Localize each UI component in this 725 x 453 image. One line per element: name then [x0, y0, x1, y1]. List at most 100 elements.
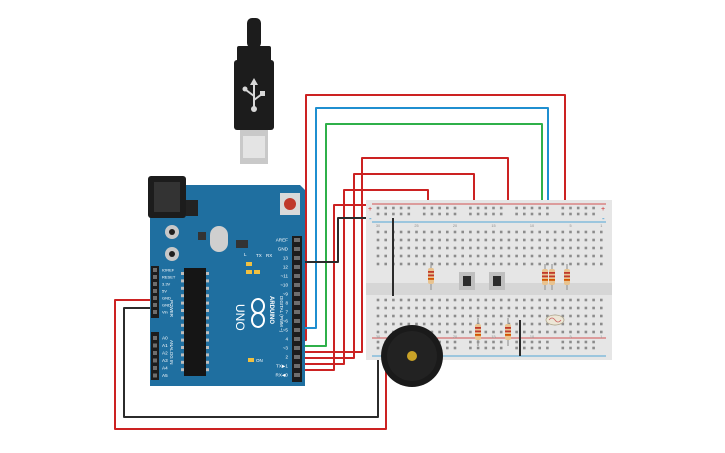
analog-pin[interactable] [153, 343, 157, 348]
push-button-2[interactable] [489, 272, 505, 290]
led-rx [254, 270, 260, 274]
power-pin-label: GND [162, 303, 171, 308]
wire-black-gnd[interactable] [298, 217, 378, 263]
power-pin-label: RESET [162, 275, 176, 280]
resistor[interactable] [564, 264, 570, 290]
digital-pin[interactable] [294, 337, 300, 341]
digital-pin[interactable] [294, 265, 300, 269]
board-name-label: UNO [233, 304, 247, 331]
digital-pin-label: ~9 [283, 292, 289, 297]
wire-blue[interactable] [298, 107, 549, 329]
analog-header [151, 332, 159, 380]
analog-pin-label: A4 [162, 366, 168, 371]
resistor[interactable] [428, 262, 434, 290]
usb-cable-strain-relief [247, 18, 261, 48]
power-pin[interactable] [153, 310, 157, 314]
analog-pin[interactable] [153, 351, 157, 355]
digital-pin[interactable] [294, 292, 300, 296]
analog-pin[interactable] [153, 336, 157, 340]
digital-pin-label: GND [278, 247, 289, 252]
analog-pin[interactable] [153, 358, 157, 363]
digital-pin[interactable] [294, 247, 300, 251]
photoresistor[interactable] [545, 314, 565, 326]
arduino-uno-board[interactable]: TX RX L ON ARDUINO UNO DIGITAL (PWM ~) P… [148, 176, 305, 386]
resistors [428, 262, 570, 346]
power-pin[interactable] [153, 268, 157, 272]
power-pin[interactable] [153, 303, 157, 307]
digital-pin[interactable] [294, 319, 300, 323]
digital-pin-label: 12 [283, 265, 289, 270]
column-number: 15 [491, 335, 495, 339]
rx-label: RX [266, 253, 272, 258]
analog-pin[interactable] [153, 366, 157, 370]
wire-red-3[interactable] [298, 173, 475, 359]
column-number: 15 [491, 224, 495, 228]
power-pin-label: IOREF [162, 268, 175, 273]
column-number: 30 [376, 224, 380, 228]
analog-pin-label: A0 [162, 336, 168, 341]
column-number: 1 [600, 335, 602, 339]
digital-pin[interactable] [294, 238, 300, 242]
column-number: 20 [453, 335, 457, 339]
digital-pin[interactable] [294, 355, 300, 359]
crystal [210, 226, 228, 252]
column-number: 5 [569, 224, 571, 228]
arduino-logo: ARDUINO UNO [233, 296, 274, 331]
resistor[interactable] [542, 264, 548, 290]
analog-header-label: ANALOG IN [169, 340, 174, 365]
resistor[interactable] [505, 318, 511, 346]
wire-black-buzzer[interactable] [123, 307, 379, 418]
column-number: 1 [600, 224, 602, 228]
digital-pin-label: 8 [285, 301, 288, 306]
digital-header-label: DIGITAL (PWM ~) [279, 296, 284, 333]
digital-pin-label: ~3 [283, 346, 289, 351]
wire-red-5[interactable] [298, 204, 378, 371]
analog-pin-label: A3 [162, 358, 168, 363]
digital-pin[interactable] [294, 346, 300, 350]
usb-cable[interactable] [234, 18, 274, 164]
power-pin[interactable] [153, 275, 157, 279]
piezo-buzzer[interactable] [381, 325, 443, 387]
digital-pin-label: ~10 [280, 283, 288, 288]
digital-pin[interactable] [294, 310, 300, 314]
power-pin[interactable] [153, 289, 157, 293]
digital-pin[interactable] [294, 328, 300, 332]
led-tx [246, 270, 252, 274]
resistor[interactable] [475, 318, 481, 346]
wire-red-buzzer[interactable] [114, 299, 387, 430]
rail-minus-label: - [369, 214, 372, 223]
brand-label: ARDUINO [268, 296, 274, 324]
digital-pin[interactable] [294, 274, 300, 278]
rail-plus-label-right: + [601, 206, 605, 213]
column-number: 10 [530, 224, 534, 228]
rail-plus-label: + [368, 206, 372, 213]
digital-pin[interactable] [294, 256, 300, 260]
power-pin[interactable] [153, 282, 157, 286]
power-pin[interactable] [153, 296, 157, 300]
column-number: 20 [453, 224, 457, 228]
digital-header [292, 236, 302, 382]
column-number: 5 [569, 335, 571, 339]
push-button-1[interactable] [459, 272, 475, 290]
digital-pin-label: 7 [285, 310, 288, 315]
digital-pin-label: 13 [283, 256, 289, 261]
l-label: L [244, 252, 247, 257]
power-header-label: POWER [169, 300, 174, 318]
digital-pin[interactable] [294, 283, 300, 287]
digital-pin[interactable] [294, 373, 300, 377]
rail-minus-label-right: - [602, 214, 605, 223]
analog-pin-label: A2 [162, 351, 168, 356]
digital-pin[interactable] [294, 364, 300, 368]
power-pin-label: Vin [162, 310, 168, 315]
digital-pin[interactable] [294, 301, 300, 305]
buzzer-center [407, 351, 417, 361]
wire-green[interactable] [298, 123, 543, 347]
led-l [246, 262, 252, 266]
analog-pin[interactable] [153, 373, 157, 378]
resistor[interactable] [549, 264, 555, 290]
wire-red-2[interactable] [298, 157, 509, 353]
led-on [248, 358, 254, 362]
digital-pin-label: AREF [276, 238, 288, 243]
digital-pin-label: 2 [285, 355, 288, 360]
